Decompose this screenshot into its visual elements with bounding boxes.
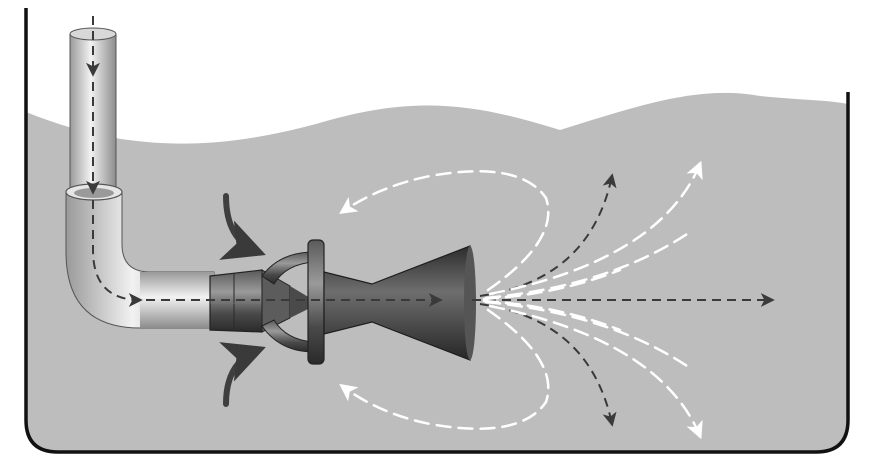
spread-arrow-up-outer: [488, 160, 703, 296]
plume-down-dark-arrow: [479, 303, 617, 427]
tank-icon: [24, 8, 850, 454]
recirculation-arrows: [339, 160, 703, 440]
recirc-arrow-lower: [339, 308, 550, 430]
spread-arrow-up-inner: [482, 268, 622, 301]
plume-up-dark-arrow: [479, 173, 617, 297]
spread-arrow-up-mid: [484, 230, 692, 300]
entrainment-arrows: [219, 193, 266, 407]
elbow-flow-arrow: [92, 200, 143, 307]
nozzle-icon: [209, 269, 291, 333]
spread-arrow-down-outer: [488, 304, 703, 440]
recirc-arrow-upper: [339, 170, 550, 292]
flow-arrows: [86, 16, 775, 427]
spread-arrow-down-mid: [484, 300, 692, 370]
entrainment-arrow-top: [219, 193, 266, 260]
spread-arrow-down-inner: [482, 299, 622, 332]
eductor-icon: [261, 239, 476, 365]
entrainment-arrow-bottom: [219, 342, 266, 407]
